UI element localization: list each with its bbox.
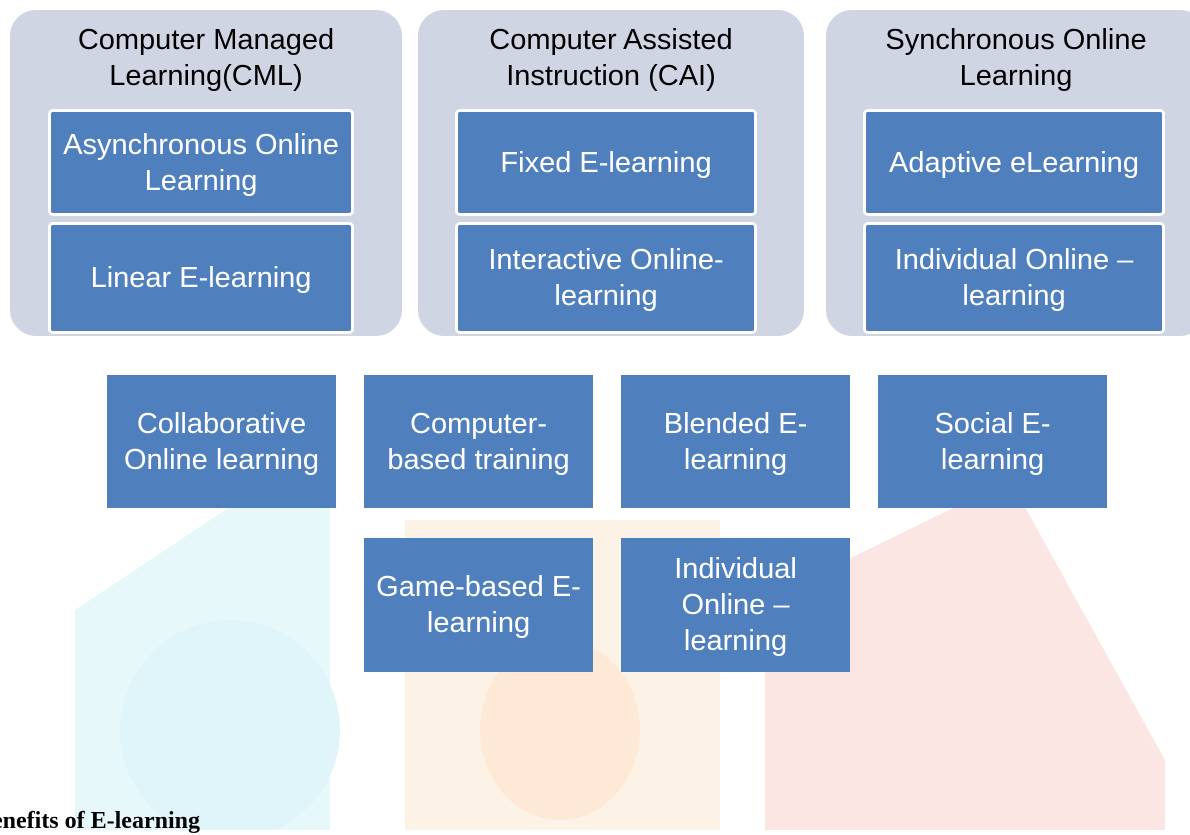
- group-item: Linear E-learning: [48, 222, 354, 334]
- group-title: Computer Assisted Instruction (CAI): [489, 24, 733, 92]
- group-cai: Computer Assisted Instruction (CAI) Fixe…: [418, 10, 804, 336]
- group-item: Adaptive eLearning: [863, 109, 1165, 216]
- group-title: Synchronous Online Learning: [885, 24, 1147, 92]
- group-cml: Computer Managed Learning(CML) Asynchron…: [10, 10, 402, 336]
- tile: Individual Online – learning: [621, 538, 850, 672]
- group-item: Interactive Online-learning: [455, 222, 757, 334]
- tile: Collaborative Online learning: [107, 375, 336, 508]
- tile: Computer-based training: [364, 375, 593, 508]
- group-synchronous: Synchronous Online Learning Adaptive eLe…: [826, 10, 1190, 336]
- tile: Blended E-learning: [621, 375, 850, 508]
- tile: Game-based E-learning: [364, 538, 593, 672]
- tile: Social E-learning: [878, 375, 1107, 508]
- group-title: Computer Managed Learning(CML): [77, 24, 335, 92]
- group-item: Asynchronous Online Learning: [48, 109, 354, 216]
- group-item: Individual Online – learning: [863, 222, 1165, 334]
- section-heading: enefits of E-learning: [0, 808, 200, 834]
- group-item: Fixed E-learning: [455, 109, 757, 216]
